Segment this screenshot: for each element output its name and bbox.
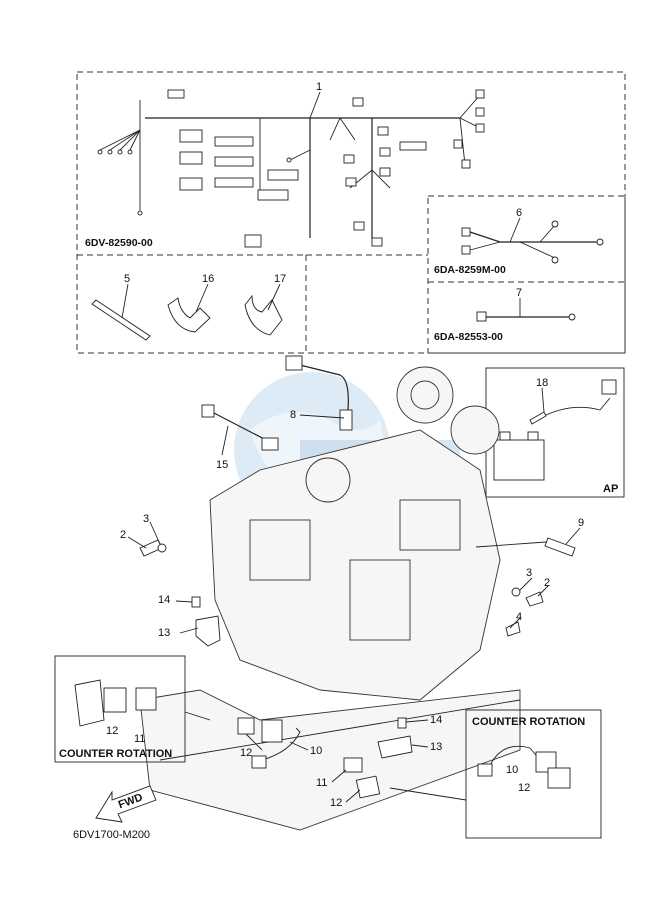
callout-3-left: 3 xyxy=(143,513,149,525)
callout-10-box-right: 10 xyxy=(506,764,518,776)
sub-harness-6 xyxy=(461,220,604,264)
kit-code-main: 6DV-82590-00 xyxy=(85,237,153,249)
counter-rotation-left-title: COUNTER ROTATION xyxy=(59,748,172,760)
callout-13-left: 13 xyxy=(158,627,170,639)
main-wire-harness xyxy=(97,89,485,248)
sensor-15 xyxy=(201,404,279,451)
battery-ap xyxy=(493,431,545,481)
callout-10-center: 10 xyxy=(310,745,322,757)
bolt-14-left xyxy=(191,596,201,608)
harness-kit-box xyxy=(76,71,626,354)
holder-16 xyxy=(167,297,211,333)
callout-5: 5 xyxy=(124,273,130,285)
sensor-9 xyxy=(475,537,576,557)
engine-block xyxy=(139,366,521,831)
clamp-17 xyxy=(244,294,283,336)
counter-rotation-right-parts xyxy=(389,745,571,801)
callout-14-left: 14 xyxy=(158,594,170,606)
callout-8: 8 xyxy=(290,409,296,421)
callout-1: 1 xyxy=(316,81,322,93)
counter-rotation-box-left xyxy=(54,655,186,763)
grommet-12-center xyxy=(237,717,255,735)
callout-4: 4 xyxy=(516,611,522,623)
callout-13-right: 13 xyxy=(430,741,442,753)
callout-6: 6 xyxy=(516,207,522,219)
callout-7: 7 xyxy=(516,287,522,299)
bracket-13-left xyxy=(195,615,221,647)
ap-label: AP xyxy=(603,483,618,495)
callout-15: 15 xyxy=(216,459,228,471)
callout-12-lower: 12 xyxy=(330,797,342,809)
callout-9: 9 xyxy=(578,517,584,529)
callout-11-box-left: 11 xyxy=(134,733,145,745)
sub-harness-box xyxy=(427,195,626,354)
callout-12-box-left: 12 xyxy=(106,725,118,737)
callout-12-center: 12 xyxy=(240,747,252,759)
washer-3-left xyxy=(157,543,167,553)
figure-code: 6DV1700-M200 xyxy=(73,829,150,841)
callout-17: 17 xyxy=(274,273,286,285)
sub-harness-7 xyxy=(476,311,576,322)
callout-14-right: 14 xyxy=(430,714,442,726)
callout-11-center: 11 xyxy=(316,777,327,789)
sensor-8 xyxy=(285,355,353,431)
callout-18: 18 xyxy=(536,377,548,389)
sensor-18 xyxy=(529,379,617,425)
callout-labels: 1 6 7 5 16 17 8 15 18 9 2 3 3 2 4 14 13 … xyxy=(106,81,584,809)
callout-3-right: 3 xyxy=(526,567,532,579)
counter-rotation-box-right xyxy=(465,709,602,839)
bolt-14-right xyxy=(397,717,407,729)
callout-12-box-right: 12 xyxy=(518,782,530,794)
callout-16: 16 xyxy=(202,273,214,285)
fwd-arrow-icon: FWD xyxy=(95,785,157,823)
counter-rotation-left-parts xyxy=(74,679,211,727)
callout-2-right: 2 xyxy=(544,577,550,589)
counter-rotation-right-title: COUNTER ROTATION xyxy=(472,716,585,728)
kit-code-sub-b: 6DA-82553-00 xyxy=(434,331,503,343)
leader-lines xyxy=(121,91,581,803)
callout-2-left: 2 xyxy=(120,529,126,541)
bolt-4 xyxy=(505,621,521,637)
cable-tie-5 xyxy=(91,299,151,341)
cover-11-center xyxy=(343,757,363,773)
grommet-12-right xyxy=(355,775,381,799)
switch-10 xyxy=(251,719,301,769)
washer-3-right xyxy=(511,587,521,597)
bracket-13-right xyxy=(377,735,413,759)
kit-code-sub-a: 6DA-8259M-00 xyxy=(434,264,506,276)
